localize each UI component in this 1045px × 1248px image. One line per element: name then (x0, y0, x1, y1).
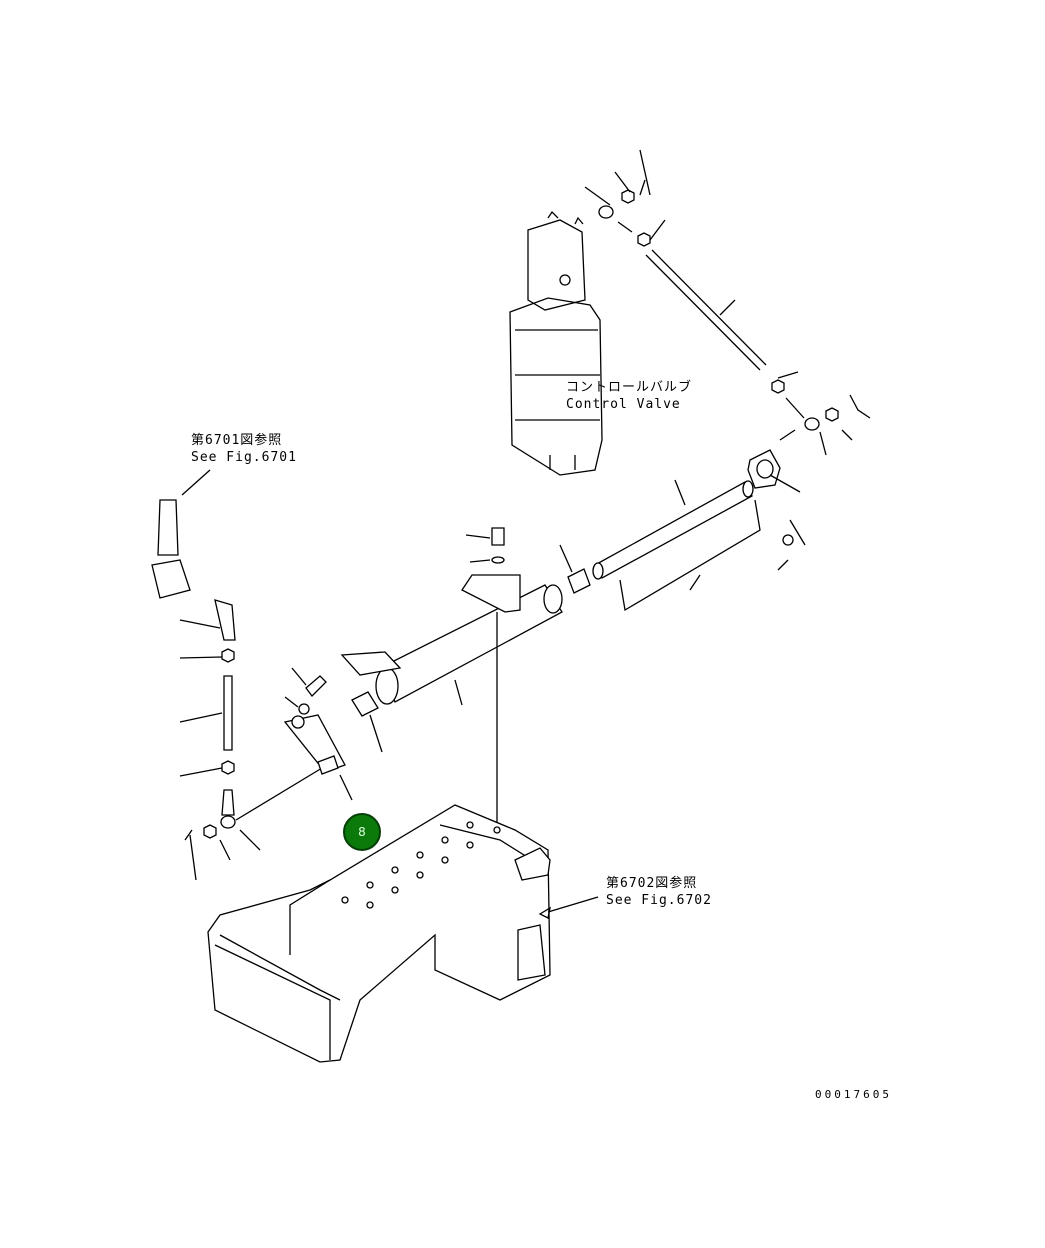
ref-6701-label-en: See Fig.6701 (191, 450, 297, 465)
part-hotspot-8[interactable]: 8 (343, 813, 381, 851)
ref-6701-label-jp: 第6701図参照 (191, 433, 283, 448)
control-valve-drawing (509, 210, 603, 476)
ref-6702-label-jp: 第6702図参照 (606, 876, 698, 891)
control-valve-label-jp: コントロールバルブ (566, 380, 693, 395)
left-linkage-drawing (151, 469, 353, 881)
center-shaft-drawing (340, 527, 563, 822)
ref-6702-label-en: See Fig.6702 (606, 893, 712, 908)
part-hotspot-label: 8 (358, 825, 366, 839)
control-valve-label-en: Control Valve (566, 397, 681, 412)
drawing-number: 00017605 (815, 1088, 892, 1101)
upper-linkage-drawing (584, 149, 871, 456)
right-shaft-drawing (559, 429, 806, 612)
frame-drawing (207, 804, 599, 1063)
